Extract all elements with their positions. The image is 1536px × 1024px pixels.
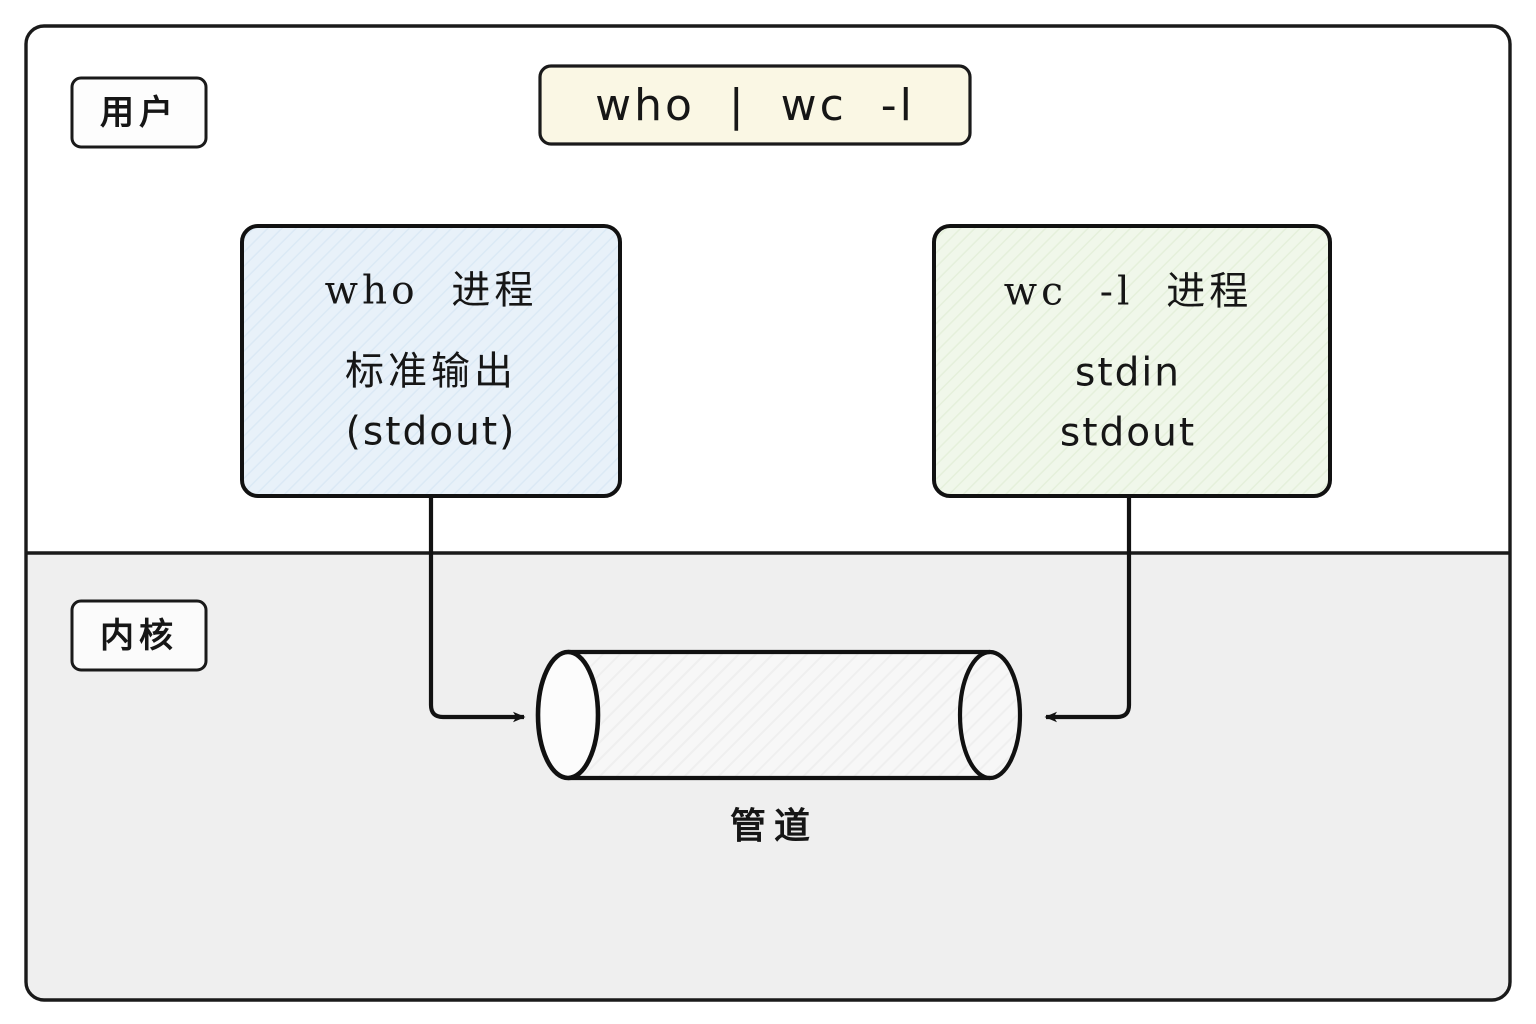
user-zone-chip xyxy=(70,76,208,149)
wc-process-title: wc -l 进程 xyxy=(1003,269,1253,315)
connector-who-to-pipe xyxy=(428,496,526,723)
wc-process-stdin: stdin xyxy=(1075,350,1181,396)
who-process-stdout-cn: 标准输出 xyxy=(344,349,518,395)
user-zone-label: 用户 xyxy=(100,93,178,133)
kernel-zone-label: 内核 xyxy=(100,616,178,656)
command-box[interactable] xyxy=(538,64,972,146)
outer-frame xyxy=(24,24,1512,1002)
wc-process-stdout: stdout xyxy=(1059,410,1197,456)
command-text: who | wc -l xyxy=(595,80,915,131)
pipe-caption: 管道 xyxy=(729,805,819,847)
pipe-cylinder[interactable] xyxy=(535,649,1023,781)
who-process-stdout-en: (stdout) xyxy=(345,409,517,455)
wc-process-box[interactable] xyxy=(932,224,1332,498)
kernel-zone-chip xyxy=(70,599,208,672)
who-process-title: who 进程 xyxy=(324,268,538,314)
connector-pipe-to-wc xyxy=(1044,496,1132,723)
